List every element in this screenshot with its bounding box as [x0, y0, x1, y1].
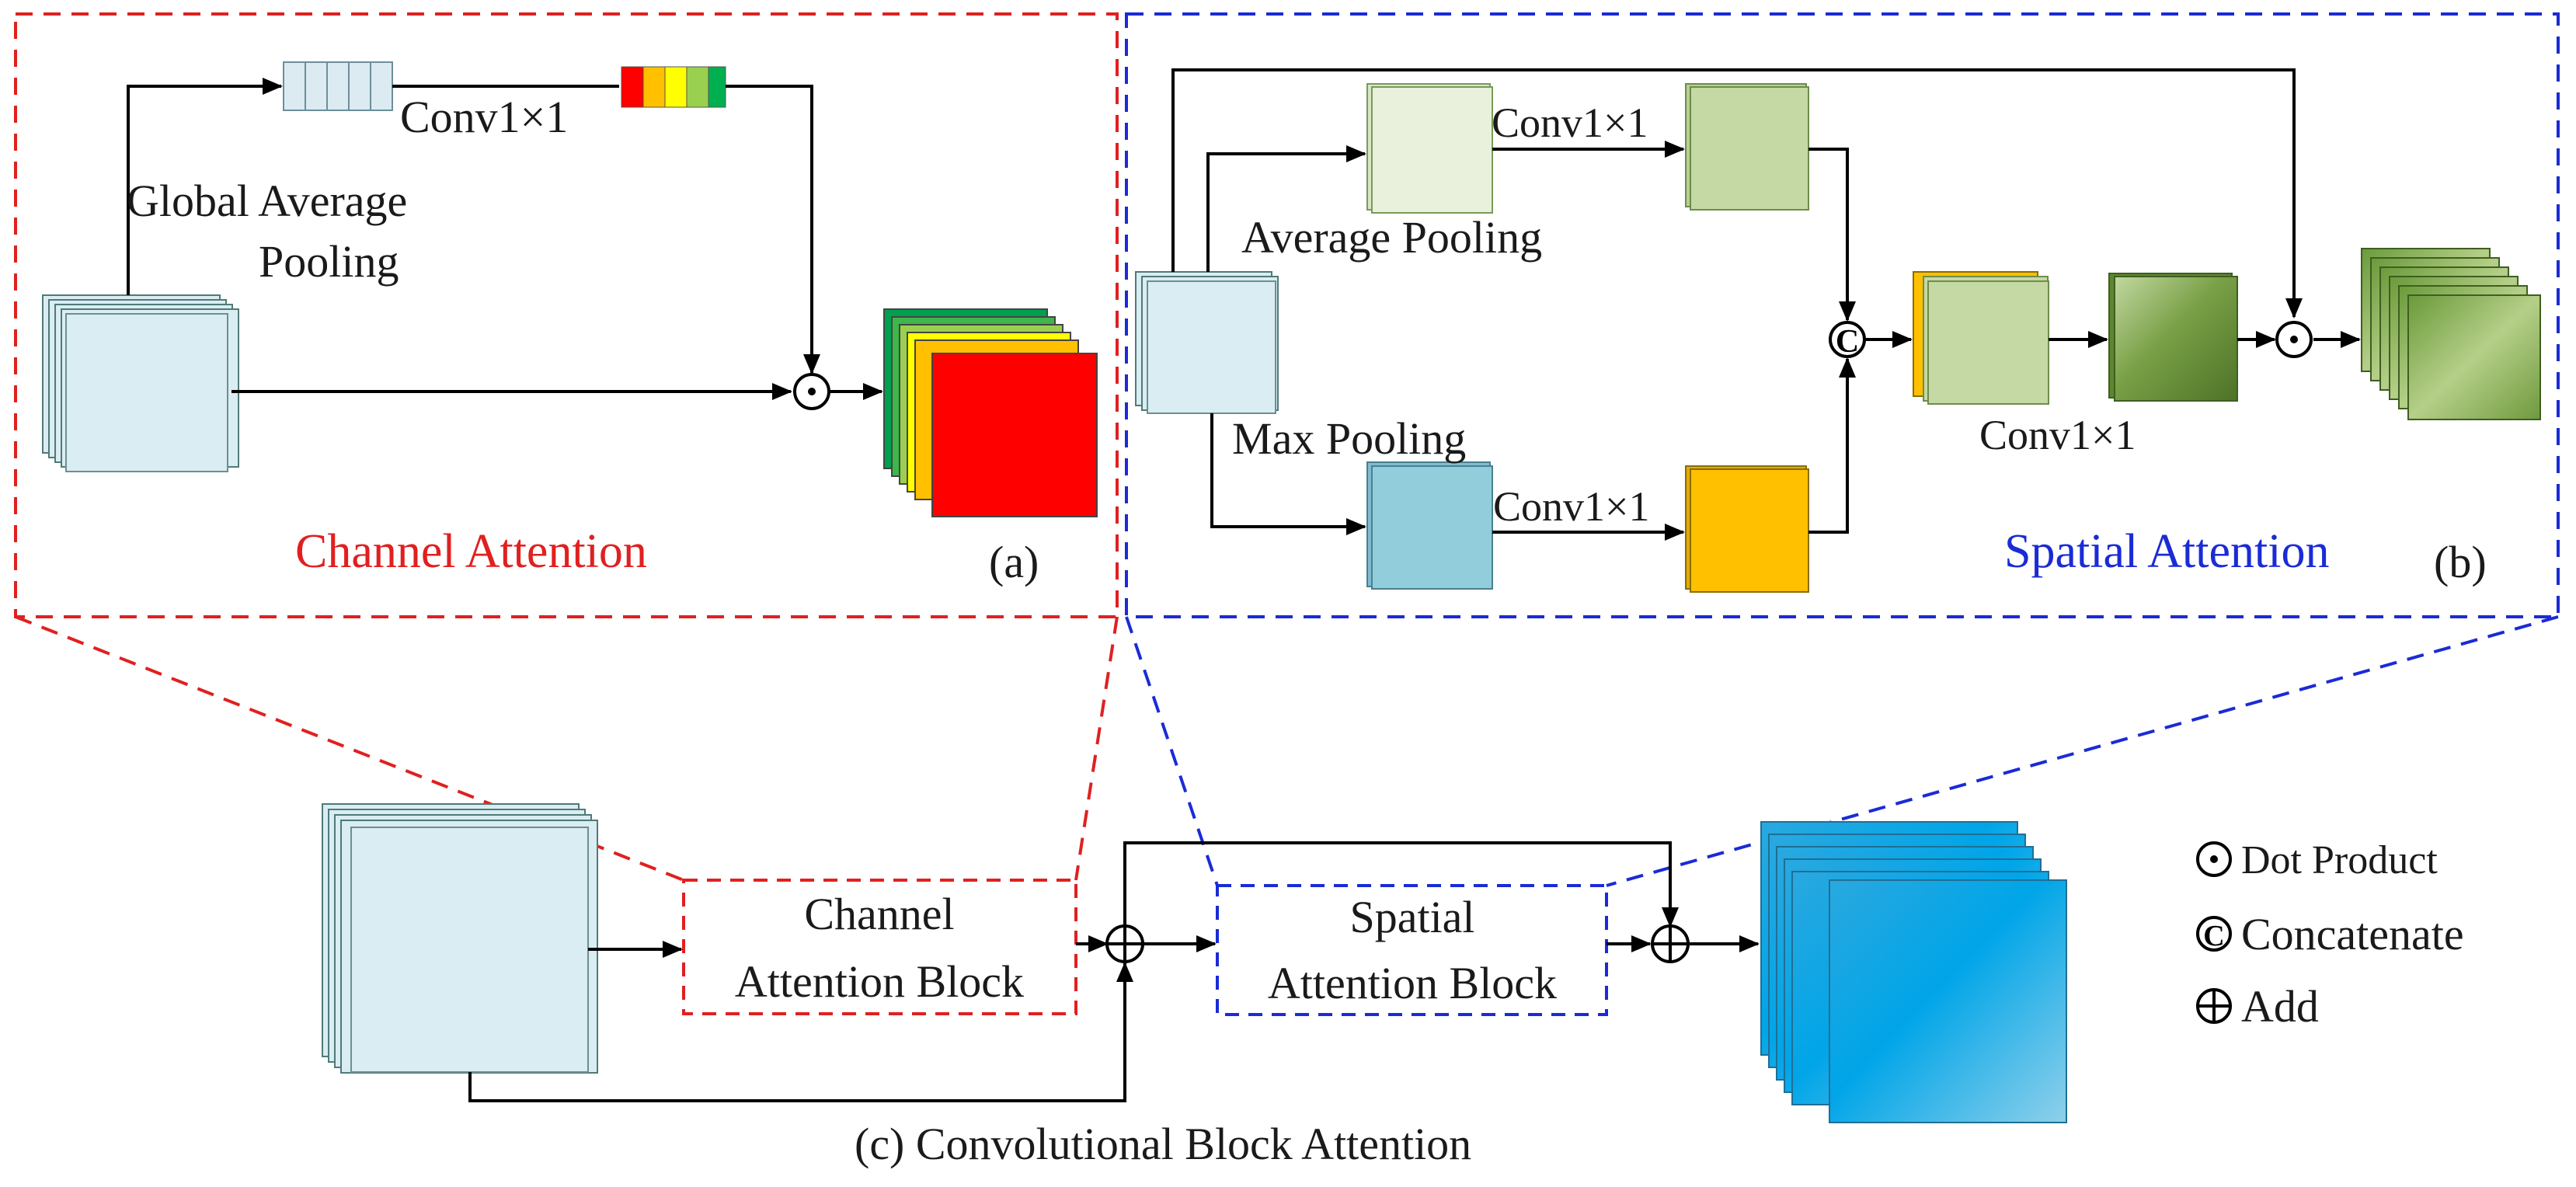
input-feature-map-c: [322, 803, 598, 1074]
legend-concatenate-label: Concatenate: [2241, 909, 2464, 959]
input-feature-map-b: [1135, 271, 1279, 414]
legend-add-label: Add: [2241, 981, 2319, 1032]
panel-b: C Average Pooling Max Pooling Conv1×1 Co…: [1135, 68, 2541, 593]
conv-top-label: Conv1×1: [1492, 99, 1648, 146]
spatial-attention-frame: [1125, 12, 2560, 618]
channel-block-label-2: Attention Block: [735, 956, 1024, 1007]
conv-merge-label: Conv1×1: [1979, 412, 2136, 458]
gap-label-line2: Pooling: [259, 236, 399, 287]
add-op-c2: [1651, 924, 1690, 963]
channel-attention-frame: [14, 12, 1119, 618]
concatenated-map: [1913, 271, 2049, 405]
svg-text:C: C: [2203, 920, 2224, 952]
spatial-block-label-2: Attention Block: [1268, 958, 1557, 1008]
channel-block-label-1: Channel: [804, 889, 954, 939]
legend-dot-product-label: Dot Product: [2241, 838, 2438, 882]
panel-b-tag: (b): [2434, 537, 2487, 587]
conv-bottom-label: Conv1×1: [1493, 483, 1649, 530]
spatial-output-feature-map: [2361, 248, 2541, 420]
panel-c-arrows: [468, 841, 1760, 1102]
panel-a-arrows: [127, 78, 883, 400]
legend-dot-product: Dot Product: [2196, 838, 2438, 882]
avg-conv-map: [1685, 83, 1809, 211]
channel-attention-block: [682, 879, 1077, 1015]
avg-pooling-label: Average Pooling: [1241, 212, 1542, 263]
legend: Dot Product C Concatenate Add: [2196, 838, 2464, 1032]
channel-attention-title: Channel Attention: [295, 525, 647, 578]
dot-product-op-a: [793, 373, 830, 410]
conv-label-a: Conv1×1: [400, 92, 568, 142]
panel-a-tag: (a): [989, 537, 1039, 587]
gap-label-line1: Global Average: [127, 176, 407, 226]
spatial-attention-block: [1216, 884, 1608, 1016]
channel-weight-vector: [621, 66, 726, 108]
spatial-block-label-1: Spatial: [1349, 892, 1474, 942]
spatial-weight-map: [2108, 273, 2238, 402]
channel-output-feature-map: [883, 308, 1098, 517]
panel-b-arrows: [1171, 68, 2361, 541]
panel-c: Channel Attention Block Spatial Attentio…: [322, 803, 2067, 1169]
concatenate-op-b: C: [1829, 321, 1866, 360]
add-op-c1: [1105, 924, 1144, 963]
input-feature-map-a: [42, 294, 239, 472]
legend-concatenate: C Concatenate: [2196, 909, 2464, 959]
pooled-channel-vector: [283, 61, 393, 111]
concatenate-icon: [2196, 916, 2232, 952]
max-pooled-map: [1366, 461, 1493, 590]
avg-pooled-map: [1366, 83, 1493, 214]
max-conv-map: [1685, 465, 1809, 593]
cbam-caption: (c) Convolutional Block Attention: [855, 1119, 1471, 1169]
dot-product-op-b: [2275, 321, 2313, 358]
max-pooling-label: Max Pooling: [1232, 413, 1466, 464]
panel-a: Global Average Pooling Conv1×1 Channel A…: [42, 61, 1098, 587]
svg-text:C: C: [1836, 324, 1859, 360]
cbam-output-feature-map: [1760, 821, 2067, 1123]
spatial-attention-title: Spatial Attention: [2004, 525, 2329, 578]
legend-add: Add: [2196, 981, 2319, 1032]
